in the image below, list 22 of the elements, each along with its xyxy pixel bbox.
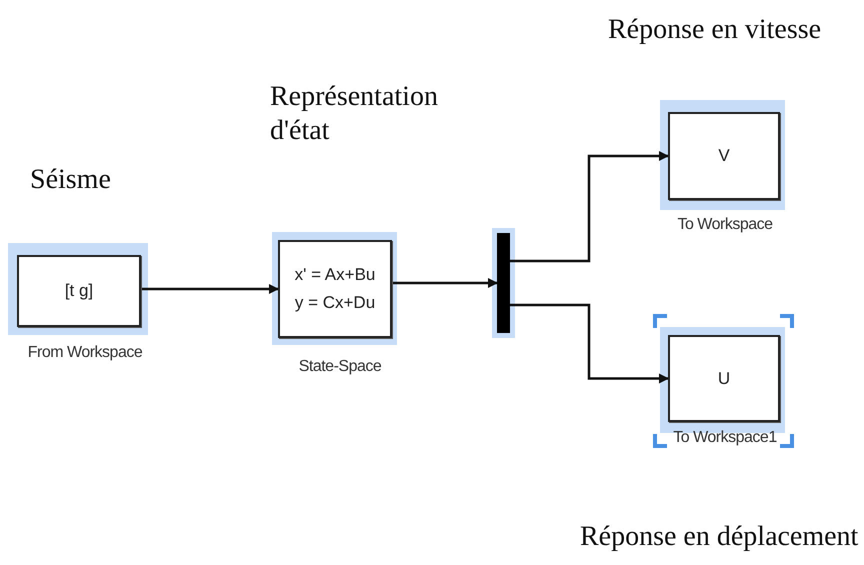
block-text: [t g] [64,280,94,302]
block-heading: Séisme [30,163,112,197]
block-box [668,335,780,422]
demux-bar [497,233,510,333]
block-heading: Représentation d'état [270,80,439,148]
block-box [668,112,780,200]
block-name: To Workspace [676,215,774,235]
arrow [510,151,669,262]
block-text: y = Cx+Du [294,292,376,314]
block-text: U [718,368,730,390]
arrow [510,304,669,384]
block-heading: Réponse en déplacement [580,520,860,554]
block-name: State-Space [298,357,382,377]
block-name: From Workspace [26,343,144,363]
block-box [17,255,141,327]
block-box [278,240,392,338]
block-text: V [718,145,730,167]
arrow [392,278,498,288]
block-heading: Réponse en vitesse [608,13,822,47]
block-text: x' = Ax+Bu [294,264,376,286]
arrow [141,284,279,294]
block-name: To Workspace1 [672,428,778,448]
